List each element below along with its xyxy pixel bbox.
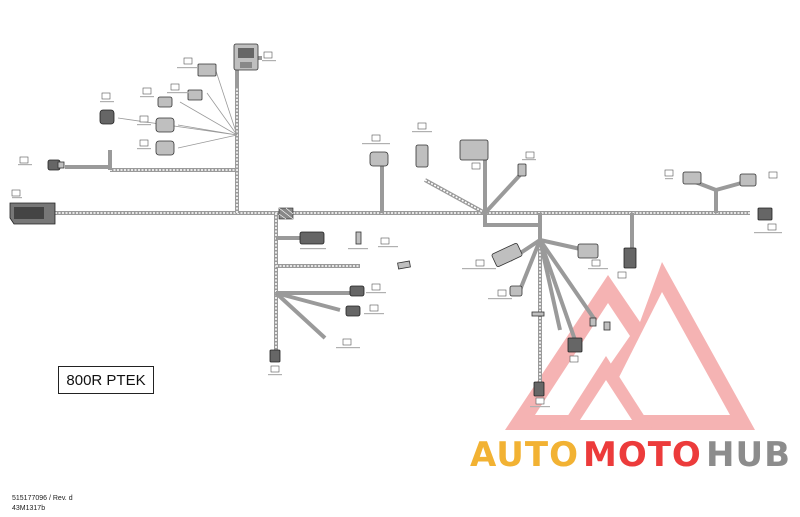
connector-cluster-top-left — [99, 63, 238, 156]
connector-tag — [19, 156, 29, 164]
part-number: 515177096 / Rev. d — [12, 495, 73, 502]
watermark-moto: MOTO — [583, 435, 702, 475]
connector-tag — [11, 189, 21, 197]
connector-tag — [263, 51, 273, 59]
main-harness — [55, 56, 750, 390]
connector-cluster-lower-left — [268, 231, 411, 376]
model-label: 800R PTEK — [58, 366, 154, 394]
connector-cluster-center — [369, 139, 527, 177]
ecu-connector-left — [9, 202, 56, 225]
watermark-auto: AUTO — [470, 435, 579, 475]
connector-tags-center — [362, 122, 536, 170]
sensor-connector — [47, 159, 65, 171]
ecu-main-connector — [233, 43, 259, 71]
watermark-text: AUTO MOTO HUB — [470, 435, 791, 475]
connector-cluster-right — [664, 169, 782, 234]
watermark-logo-triangle — [505, 262, 755, 430]
drawing-id: 43M1317b — [12, 505, 46, 512]
connector-tags-top-left — [100, 57, 197, 150]
watermark-hub: HUB — [706, 435, 791, 475]
connector-cluster-lower-right — [462, 242, 637, 408]
